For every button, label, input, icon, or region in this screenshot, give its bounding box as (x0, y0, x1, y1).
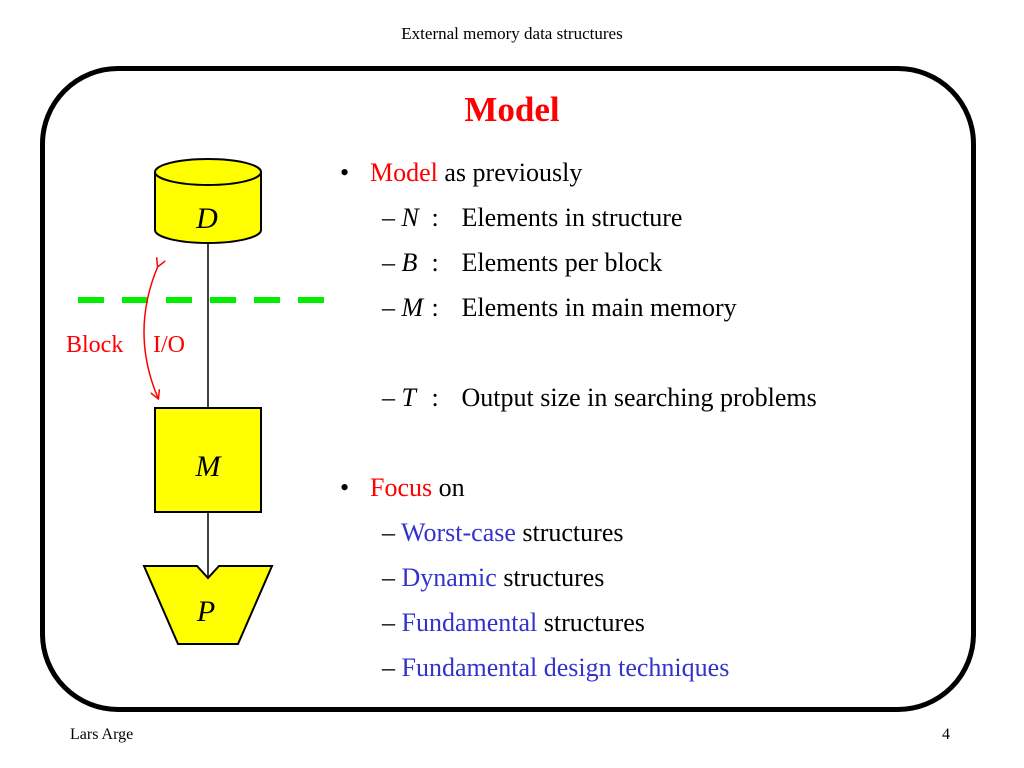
sub-bullet-design-techniques: – Fundamental design techniques (382, 653, 730, 682)
bullet-list: •Model as previously – N:Elements in str… (340, 150, 817, 690)
sub-bullet-m-text: Elements in main memory (461, 293, 737, 322)
sub-bullet-fundamental: – Fundamental structures (382, 608, 645, 637)
block-io-arrow (143, 266, 158, 398)
sub-bullet-t-text: Output size in searching problems (461, 383, 817, 412)
sub-bullet-t: – T:Output size in searching problems (340, 375, 817, 420)
bullet-focus-text: on (438, 473, 465, 502)
footer-author: Lars Arge (70, 726, 134, 743)
sub-bullet-m: – M:Elements in main memory (340, 285, 817, 330)
sub-bullet-worst-case: – Worst-case structures (382, 518, 624, 547)
block-label: Block (66, 332, 123, 358)
sub-bullet-n: – N:Elements in structure (340, 195, 817, 240)
bullet-model: •Model as previously (340, 158, 583, 187)
var-n: N (401, 203, 419, 232)
memory-label: M (195, 450, 223, 483)
var-b: B (401, 248, 418, 277)
header-title: External memory data structures (401, 24, 623, 43)
sub-bullet-dynamic: – Dynamic structures (382, 563, 605, 592)
var-m: M (401, 293, 424, 322)
bullet-model-text: as previously (444, 158, 583, 187)
slide-frame (40, 66, 976, 712)
sub-bullet-b-text: Elements per block (461, 248, 663, 277)
footer-page-number: 4 (942, 726, 950, 743)
var-t: T (401, 383, 416, 412)
processor-shape (142, 565, 274, 645)
sub-bullet-n-text: Elements in structure (461, 203, 683, 232)
disk-cylinder (154, 158, 262, 244)
sub-bullet-b: – B:Elements per block (340, 240, 817, 285)
bullet-model-highlight: Model (370, 158, 438, 187)
processor-label: P (196, 595, 215, 628)
bullet-focus-highlight: Focus (370, 473, 433, 502)
disk-label: D (195, 202, 218, 235)
io-label: I/O (153, 332, 185, 358)
slide-title: Model (464, 90, 560, 129)
bullet-focus: •Focus on (340, 473, 465, 502)
memory-box (154, 407, 262, 513)
